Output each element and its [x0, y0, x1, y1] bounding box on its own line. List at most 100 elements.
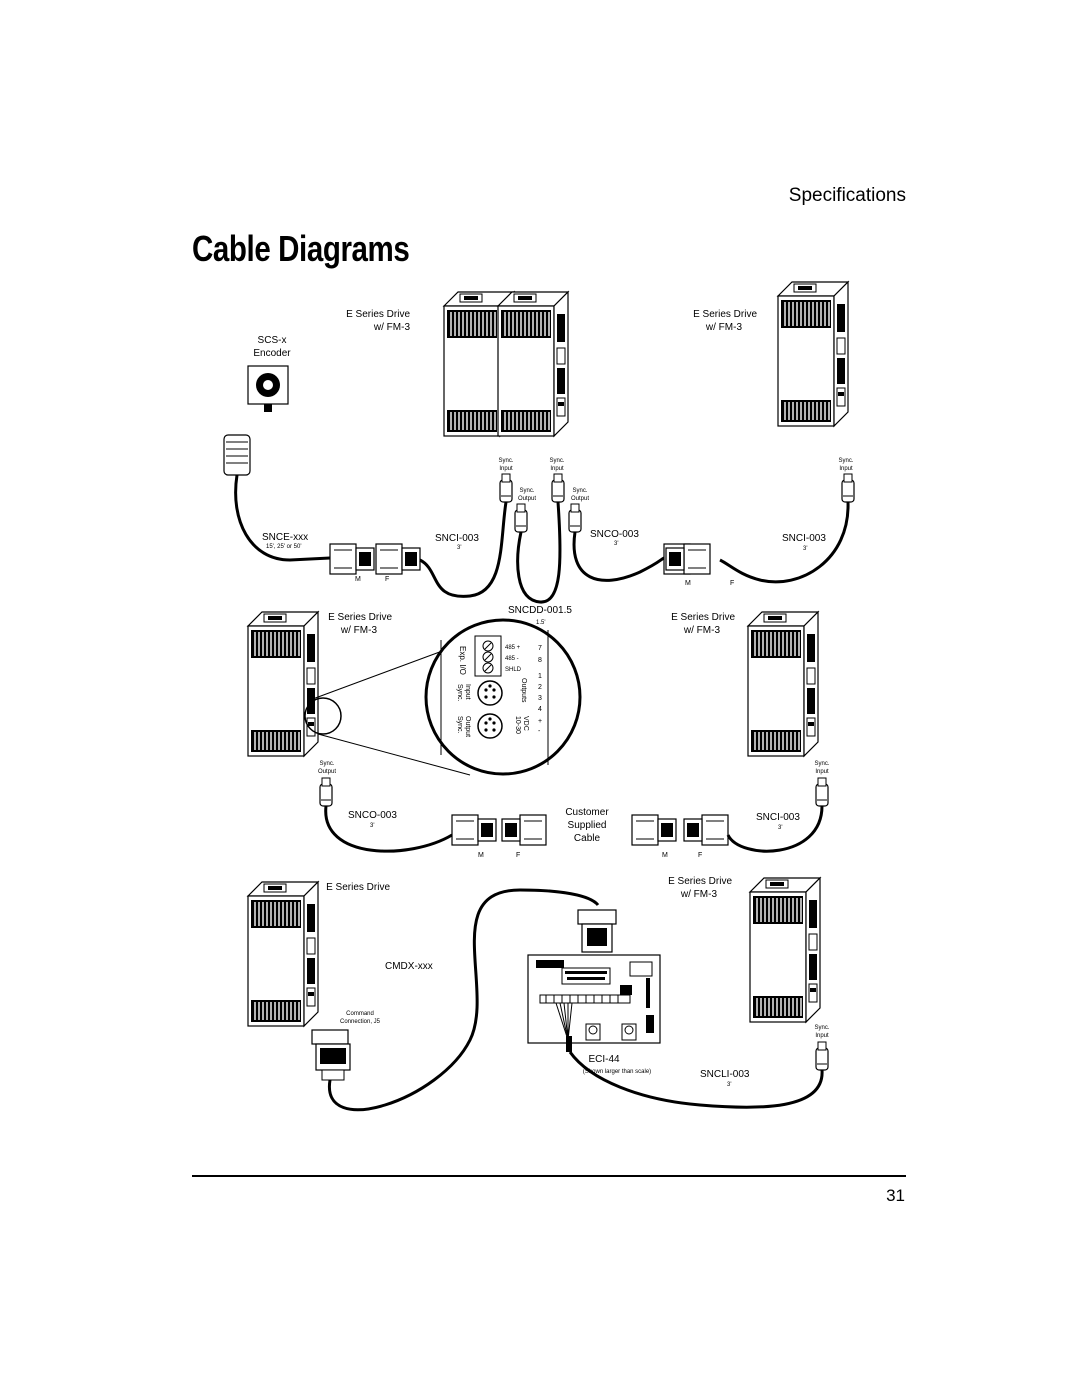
callout-line-top	[309, 649, 446, 701]
drive-label-top-right: E Series Drive	[693, 309, 757, 320]
snco-label-mid: SNCO-003	[348, 810, 397, 821]
output-label-c: Output	[518, 496, 536, 502]
snci-label-right: SNCI-003	[782, 533, 826, 544]
sync-label-g: Sync.	[814, 761, 829, 767]
drive-label-bottom-left: E Series Drive	[326, 882, 390, 893]
detail-outputs: Outputs	[520, 678, 527, 703]
encoder-connector-icon	[223, 434, 251, 476]
eci-44-board	[527, 954, 661, 1052]
eci-note: (Shown larger than scale)	[583, 1069, 651, 1075]
snci-cable-mid	[726, 805, 824, 853]
sync-label-c: Sync.	[519, 488, 534, 494]
encoder-label-1: SCS-x	[258, 335, 287, 346]
callout-circle-small	[304, 697, 342, 735]
input-label-b: Input	[550, 466, 564, 472]
pin-plus: +	[538, 718, 542, 725]
sncli-length: 3'	[727, 1082, 731, 1088]
pin-8: 8	[538, 657, 542, 664]
minidin-connector-c	[551, 473, 565, 503]
sncdd-cable	[516, 501, 562, 604]
detail-485m: 485 -	[505, 656, 519, 662]
snci-dsub-connector-left	[375, 543, 421, 575]
minidin-connector-e	[841, 473, 855, 503]
snce-cable	[234, 474, 331, 562]
detail-vdc-1: 10-30	[514, 716, 521, 734]
footer-rule	[192, 1175, 906, 1177]
sync-label-f: Sync.	[319, 761, 334, 767]
pin-minus: -	[538, 728, 541, 735]
minidin-connector-a	[499, 473, 513, 503]
sync-label-h: Sync.	[814, 1025, 829, 1031]
drive-sublabel-mid-right: w/ FM-3	[683, 625, 721, 636]
snci-length-left: 3'	[457, 545, 461, 551]
drive-label-mid-right: E Series Drive	[671, 612, 735, 623]
pin-3: 3	[538, 695, 542, 702]
sync-label-a: Sync.	[498, 458, 513, 464]
encoder-label-2: Encoder	[253, 348, 291, 359]
output-label-f: Output	[318, 769, 336, 775]
snce-length: 15', 25' or 50'	[266, 544, 301, 550]
sncdd-label: SNCDD-001.5	[508, 605, 572, 616]
encoder-icon	[247, 365, 289, 412]
snce-label: SNCE-xxx	[262, 532, 308, 543]
section-header: Specifications	[788, 185, 906, 206]
input-label-e: Input	[839, 466, 853, 472]
pin-4: 4	[538, 706, 542, 713]
customer-label-1: Customer	[565, 807, 609, 818]
pin-2: 2	[538, 684, 542, 691]
command-label-1: Command	[346, 1011, 374, 1017]
customer-label-3: Cable	[574, 833, 601, 844]
e-series-drive-bottom-right	[749, 877, 821, 1023]
female-label-1: F	[385, 576, 389, 583]
sncdd-length: 1.5'	[536, 620, 546, 626]
detail-expio: Exp. I/O	[458, 646, 467, 675]
snci-cable-left	[419, 501, 508, 598]
sncli-cable	[568, 1051, 824, 1109]
e-series-drive-top-center-front	[497, 291, 569, 437]
pin-1: 1	[538, 673, 542, 680]
input-label-g: Input	[815, 769, 829, 775]
e-series-drive-mid-left	[247, 611, 319, 757]
sync-label-e: Sync.	[838, 458, 853, 464]
detail-sync-input-1: Sync.	[456, 684, 463, 702]
cmdx-label: CMDX-xxx	[385, 961, 433, 972]
detail-output: Output	[464, 716, 471, 737]
drive-label-bottom-right: E Series Drive	[668, 876, 732, 887]
snci-length-right: 3'	[803, 546, 807, 552]
snci-dsub-connector-mid	[683, 814, 729, 846]
input-label-h: Input	[815, 1033, 829, 1039]
male-label-1: M	[355, 576, 361, 583]
snci-cable-right	[719, 501, 850, 584]
customer-dsub-connector-right	[631, 814, 677, 846]
eci-label: ECI-44	[588, 1054, 620, 1065]
snco-length-mid: 3'	[370, 823, 374, 829]
female-label-3: F	[516, 852, 520, 859]
drive-sublabel-bottom-right: w/ FM-3	[680, 889, 718, 900]
snci-length-mid: 3'	[778, 825, 782, 831]
female-label-2: F	[730, 580, 734, 587]
drive-sublabel-mid-left: w/ FM-3	[340, 625, 378, 636]
cmdx-cable	[328, 888, 600, 1112]
detail-sync-output: Sync.	[456, 716, 463, 734]
detail-vdc-2: VDC	[522, 716, 529, 731]
e-series-drive-bottom-left	[247, 881, 319, 1027]
e-series-drive-top-right	[777, 281, 849, 427]
snci-label-mid: SNCI-003	[756, 812, 800, 823]
drive-sublabel-top-right: w/ FM-3	[705, 322, 743, 333]
eci-dsub-connector	[577, 909, 617, 953]
sync-label-b: Sync.	[549, 458, 564, 464]
e-series-drive-mid-right	[747, 611, 819, 757]
female-label-4: F	[698, 852, 702, 859]
snco-cable-mid	[324, 805, 453, 853]
minidin-connector-b	[514, 503, 528, 533]
snci-dsub-connector-right	[665, 543, 711, 575]
minidin-connector-g	[815, 777, 829, 807]
minidin-connector-h	[815, 1041, 829, 1071]
customer-label-2: Supplied	[568, 820, 607, 831]
detail-485p: 485 +	[505, 645, 521, 651]
drive-label-mid-left: E Series Drive	[328, 612, 392, 623]
pin-7: 7	[538, 645, 542, 652]
page-title: Cable Diagrams	[192, 228, 410, 269]
sync-label-d: Sync.	[572, 488, 587, 494]
